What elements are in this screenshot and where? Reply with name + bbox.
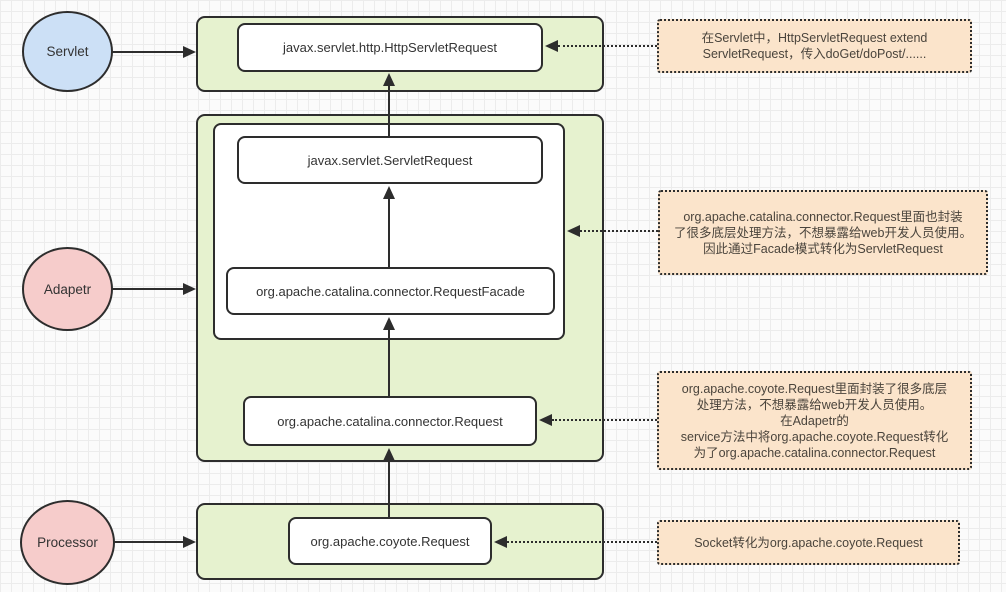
annotation-coyote-note: org.apache.coyote.Request里面封装了很多底层 处理方法，…	[657, 371, 972, 470]
actor-adapetr-label: Adapetr	[43, 281, 92, 297]
annotation-coyote-note-text: org.apache.coyote.Request里面封装了很多底层 处理方法，…	[680, 381, 949, 460]
annotation-facade-note-text: org.apache.catalina.connector.Request里面也…	[674, 209, 972, 256]
actor-servlet: Servlet	[22, 11, 113, 92]
node-connector-request: org.apache.catalina.connector.Request	[243, 396, 537, 446]
annotation-servlet-note-text: 在Servlet中，HttpServletRequest extend Serv…	[701, 31, 928, 61]
node-request-facade: org.apache.catalina.connector.RequestFac…	[226, 267, 555, 315]
actor-processor-label: Processor	[37, 535, 98, 550]
arrowhead-left-icon	[539, 414, 552, 426]
node-servlet-request-label: javax.servlet.ServletRequest	[307, 152, 473, 168]
node-coyote-request-label: org.apache.coyote.Request	[310, 533, 470, 549]
arrowhead-right-icon	[183, 283, 196, 295]
annotation-socket-note: Socket转化为org.apache.coyote.Request	[657, 520, 960, 565]
arrowhead-up-icon	[383, 186, 395, 199]
arrowhead-left-icon	[567, 225, 580, 237]
arrowhead-left-icon	[494, 536, 507, 548]
annotation-facade-note: org.apache.catalina.connector.Request里面也…	[658, 190, 988, 275]
arrowhead-up-icon	[383, 448, 395, 461]
annotation-socket-note-text: Socket转化为org.apache.coyote.Request	[694, 535, 923, 550]
node-http-servlet-request: javax.servlet.http.HttpServletRequest	[237, 23, 543, 72]
node-request-facade-label: org.apache.catalina.connector.RequestFac…	[256, 283, 525, 299]
arrowhead-up-icon	[383, 73, 395, 86]
node-servlet-request: javax.servlet.ServletRequest	[237, 136, 543, 184]
annotation-servlet-note: 在Servlet中，HttpServletRequest extend Serv…	[657, 19, 972, 73]
arrowhead-left-icon	[545, 40, 558, 52]
node-coyote-request: org.apache.coyote.Request	[288, 517, 492, 565]
arrowhead-right-icon	[183, 46, 196, 58]
arrowhead-up-icon	[383, 317, 395, 330]
actor-adapetr: Adapetr	[22, 247, 113, 331]
node-connector-request-label: org.apache.catalina.connector.Request	[277, 413, 503, 429]
actor-servlet-label: Servlet	[46, 44, 89, 59]
actor-processor: Processor	[20, 500, 115, 585]
node-http-servlet-request-label: javax.servlet.http.HttpServletRequest	[283, 40, 497, 55]
arrowhead-right-icon	[183, 536, 196, 548]
